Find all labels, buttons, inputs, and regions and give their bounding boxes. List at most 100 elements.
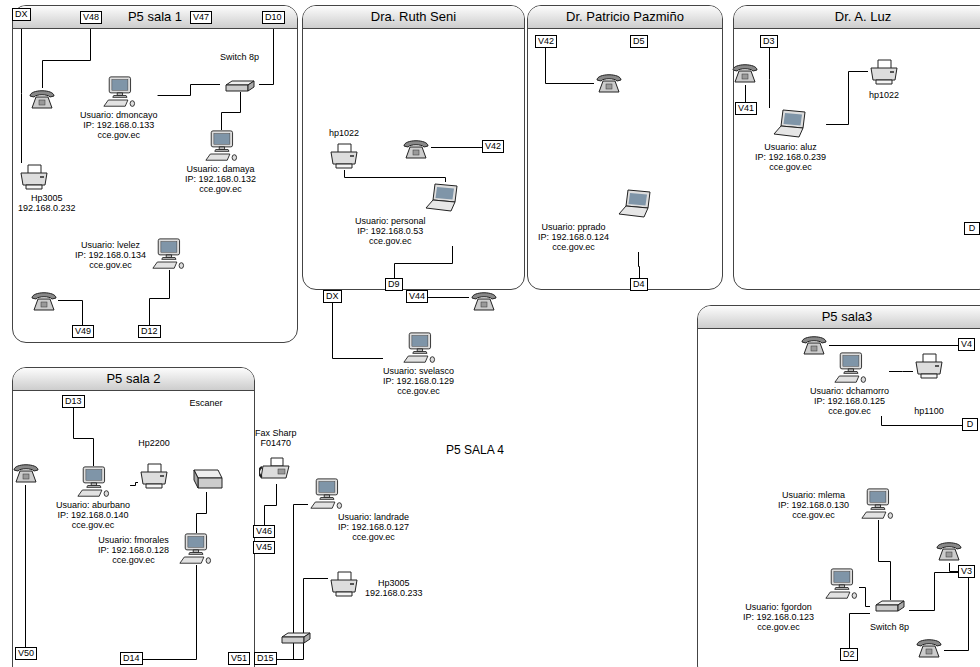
device-node: Fax SharpF01470 xyxy=(255,428,297,484)
caption-text: Usuario: fmorales xyxy=(98,535,169,545)
port-box: V45 xyxy=(253,541,275,554)
room-title: Dra. Ruth Seni xyxy=(303,6,524,28)
phone-icon xyxy=(30,91,54,108)
port-box: D9 xyxy=(385,278,403,291)
caption-text: Hp2200 xyxy=(138,438,170,448)
port-box: DX xyxy=(12,8,31,21)
connector-line xyxy=(222,92,241,130)
connector-line xyxy=(21,21,22,163)
caption-text: hp1022 xyxy=(329,128,359,138)
device-node: Switch 8p xyxy=(870,600,909,632)
caption-text: IP: 192.168.0.129 xyxy=(383,376,454,386)
phone-icon xyxy=(733,65,757,82)
pc-icon xyxy=(401,332,437,364)
pc-symbol xyxy=(311,479,342,509)
port-label: D2 xyxy=(843,649,855,660)
device-node: Switch 8p xyxy=(220,52,259,92)
connector-line xyxy=(130,483,138,486)
device-caption: Usuario: mlemaIP: 192.168.0.130cce.gov.e… xyxy=(778,490,849,520)
caption-text: IP: 192.168.0.134 xyxy=(75,250,146,260)
laptop-symbol xyxy=(426,184,457,211)
caption-text: IP: 192.168.0.53 xyxy=(355,226,426,236)
port-box: D3 xyxy=(760,35,778,48)
port-label: V47 xyxy=(193,12,209,23)
phone-wire xyxy=(950,563,959,572)
device-caption: Escaner xyxy=(189,398,222,408)
pc-symbol xyxy=(205,131,236,161)
caption-text: IP: 192.168.0.124 xyxy=(538,232,609,242)
phone-icon xyxy=(802,337,826,354)
phone-wire xyxy=(944,578,969,651)
room-header: P5 sala 2 xyxy=(13,368,254,391)
device-node: hp1022 xyxy=(868,58,900,100)
port-box: D xyxy=(964,222,980,235)
device-caption: Usuario: damayaIP: 192.168.0.132cce.gov.… xyxy=(185,164,256,194)
printer-symbol xyxy=(21,165,47,189)
device-node: Usuario: landradeIP: 192.168.0.127cce.go… xyxy=(308,478,409,542)
caption-text: Usuario: pprado xyxy=(538,222,609,232)
caption-text: cce.gov.ec xyxy=(75,260,146,270)
device-caption: Hp2200 xyxy=(138,438,170,448)
port-box: D15 xyxy=(254,652,277,665)
switch-icon xyxy=(224,80,256,92)
scanner-icon xyxy=(188,466,224,492)
connector-line xyxy=(333,303,384,359)
port-box: D14 xyxy=(120,652,143,665)
port-label: V3 xyxy=(961,566,972,577)
connector-line xyxy=(395,246,453,278)
room-header: P5 sala3 xyxy=(698,306,980,329)
phone-icon xyxy=(597,75,621,92)
caption-text: cce.gov.ec xyxy=(743,622,814,632)
device-caption: Usuario: personalIP: 192.168.0.53cce.gov… xyxy=(355,216,426,246)
port-label: V41 xyxy=(738,103,754,114)
printer-symbol xyxy=(871,60,897,84)
port-label: V42 xyxy=(538,36,554,47)
port-label: V48 xyxy=(83,12,99,23)
caption-text: Fax Sharp xyxy=(255,428,297,438)
port-box: V48 xyxy=(80,11,102,24)
port-box: V51 xyxy=(228,652,250,665)
pc-icon xyxy=(150,238,186,270)
device-node: Usuario: dchamorroIP: 192.168.0.125cce.g… xyxy=(810,352,889,416)
port-label: D12 xyxy=(141,326,158,337)
port-box: V41 xyxy=(735,102,757,115)
device-caption: Usuario: fgordonIP: 192.168.0.123cce.gov… xyxy=(743,602,814,632)
port-label: V46 xyxy=(256,526,272,537)
switch-symbol xyxy=(226,81,254,91)
device-node: Usuario: lvelezIP: 192.168.0.134cce.gov.… xyxy=(75,238,186,270)
device-node: Usuario: svelascoIP: 192.168.0.129cce.go… xyxy=(383,332,454,396)
connector-line xyxy=(769,48,770,108)
phone-icon xyxy=(404,141,428,158)
phone-wire xyxy=(58,301,83,326)
connector-line xyxy=(277,579,328,660)
device-caption: Fax SharpF01470 xyxy=(255,428,297,448)
port-label: D4 xyxy=(633,279,645,290)
port-box: V42 xyxy=(482,140,504,153)
connector-line xyxy=(879,520,891,600)
room-panel: P5 sala 2 D13Usuario: aburbanoIP: 192.168… xyxy=(12,367,255,667)
device-caption: Usuario: aburbanoIP: 192.168.0.140cce.go… xyxy=(56,500,130,530)
laptop-symbol xyxy=(619,190,650,217)
room-title: P5 sala 1 xyxy=(13,6,297,28)
port-label: D xyxy=(965,419,975,430)
caption-text: 192.168.0.233 xyxy=(365,588,423,598)
device-node: Usuario: personalIP: 192.168.0.53cce.gov… xyxy=(355,182,463,246)
port-label: V44 xyxy=(409,291,425,302)
port-box: V44 xyxy=(406,290,428,303)
port-label: DX xyxy=(326,291,339,302)
phone-wire xyxy=(431,147,482,148)
device-caption: Usuario: dmoncayoIP: 192.168.0.133cce.go… xyxy=(80,110,158,140)
caption-text: IP: 192.168.0.125 xyxy=(810,396,889,406)
pc-icon xyxy=(823,568,859,600)
connector-line xyxy=(859,588,870,607)
caption-text: Switch 8p xyxy=(220,52,259,62)
port-label: V42 xyxy=(485,141,501,152)
pc-icon xyxy=(832,352,868,384)
port-label: D13 xyxy=(65,396,82,407)
connector-line xyxy=(909,573,958,611)
caption-text: hp1022 xyxy=(869,90,899,100)
port-box: V50 xyxy=(15,647,37,660)
phone-wire xyxy=(829,345,958,346)
pc-icon xyxy=(101,76,137,108)
scanner-symbol xyxy=(194,470,222,488)
